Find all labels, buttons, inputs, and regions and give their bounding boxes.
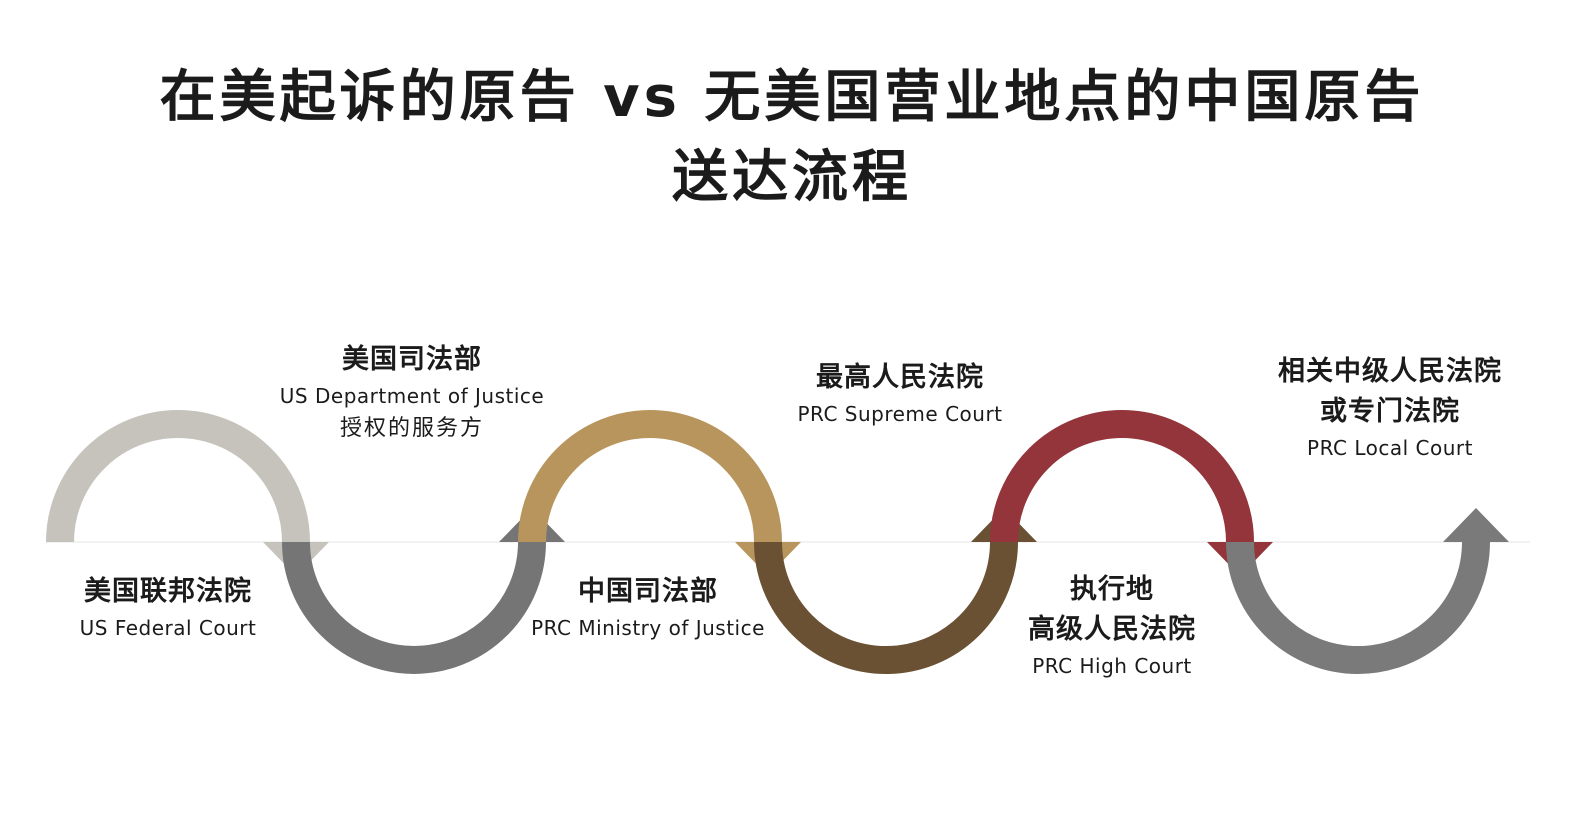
node-label-zh: 美国联邦法院 — [84, 576, 252, 607]
node-label-zh-line2: 高级人民法院 — [1028, 614, 1196, 645]
node-label-en: PRC Ministry of Justice — [531, 616, 765, 640]
node-label-en: PRC High Court — [1032, 654, 1192, 678]
node-label-en: US Federal Court — [79, 616, 257, 640]
node-label-zh: 最高人民法院 — [816, 362, 984, 393]
node-us-department-of-justice: 美国司法部 US Department of Justice 授权的服务方 — [280, 340, 544, 446]
diagram-title-line2: 送达流程 — [672, 145, 912, 210]
node-label-en: PRC Local Court — [1307, 436, 1473, 460]
node-label-zh-line1: 执行地 — [1070, 574, 1154, 605]
diagram-title-line1: 在美起诉的原告 vs 无美国营业地点的中国原告 — [159, 65, 1425, 130]
flow-arrow-6 — [1226, 508, 1509, 674]
node-prc-supreme-court: 最高人民法院 PRC Supreme Court — [797, 358, 1002, 430]
node-label-en: PRC Supreme Court — [797, 402, 1003, 426]
node-label-zh-line2: 或专门法院 — [1320, 396, 1460, 427]
node-prc-high-court: 执行地 高级人民法院 PRC High Court — [1028, 570, 1196, 682]
node-prc-ministry-of-justice: 中国司法部 PRC Ministry of Justice — [531, 572, 765, 644]
node-label-zh: 美国司法部 — [342, 344, 482, 375]
node-label-zh-line1: 相关中级人民法院 — [1278, 356, 1502, 387]
node-label-zh-sub: 授权的服务方 — [339, 416, 484, 441]
node-us-federal-court: 美国联邦法院 US Federal Court — [80, 572, 257, 644]
node-label-zh: 中国司法部 — [578, 576, 718, 607]
node-label-en: US Department of Justice — [279, 384, 545, 408]
node-prc-local-court: 相关中级人民法院 或专门法院 PRC Local Court — [1278, 352, 1502, 464]
